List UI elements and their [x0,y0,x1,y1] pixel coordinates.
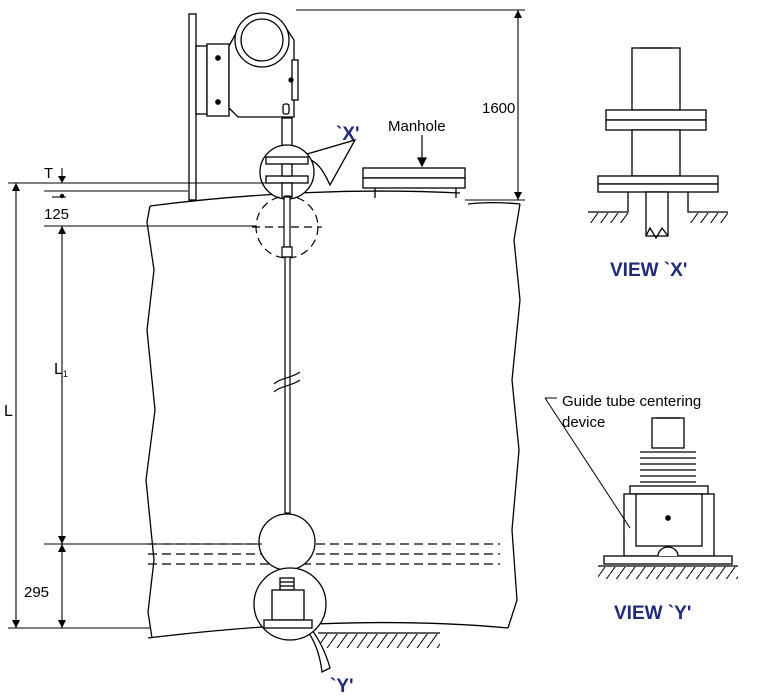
tank-left-break [145,205,156,639]
manhole-label: Manhole [388,118,446,135]
view-x-hatch-right [688,213,728,223]
callout-y-label: `Y' [330,676,354,696]
view-y-title: VIEW `Y' [614,603,691,624]
view-x-hatch-left [588,213,628,223]
tank-right-break [507,203,521,629]
ground [318,632,440,648]
dimension-lines [8,9,525,629]
guide-label-line1: Guide tube centering [562,393,701,410]
view-y-hatch [598,567,738,579]
hidden-detail-circle [252,195,322,259]
dim-l-label: L [4,403,13,420]
gauge-head [188,12,299,201]
manhole [362,167,466,198]
dim-295-label: 295 [24,584,49,601]
guide-tube [273,196,301,514]
dim-1600-label: 1600 [482,100,515,117]
detail-circle-x [259,138,357,200]
mounting-bracket [195,45,208,115]
dim-l1-label: L1 [54,361,68,379]
float [258,513,316,571]
tank-bottom-wall [147,621,509,639]
tank [145,190,521,639]
view-x-detail [588,47,728,240]
dim-125-label: 125 [44,206,69,223]
manhole-arrow [417,135,427,168]
view-y-detail [603,417,733,565]
support-pipe [188,13,197,201]
view-x-title: VIEW `X' [610,260,687,281]
tank-top-wall-right [467,201,521,205]
dimension-arrows [12,10,522,628]
spring [640,451,696,483]
dim-t-label: T [44,165,53,182]
liquid-level-lines [148,543,500,565]
guide-leader-line [544,397,631,529]
detail-circle-y [253,567,331,673]
callout-x-label: `X' [336,124,360,145]
guide-label-line2: device [562,414,605,431]
